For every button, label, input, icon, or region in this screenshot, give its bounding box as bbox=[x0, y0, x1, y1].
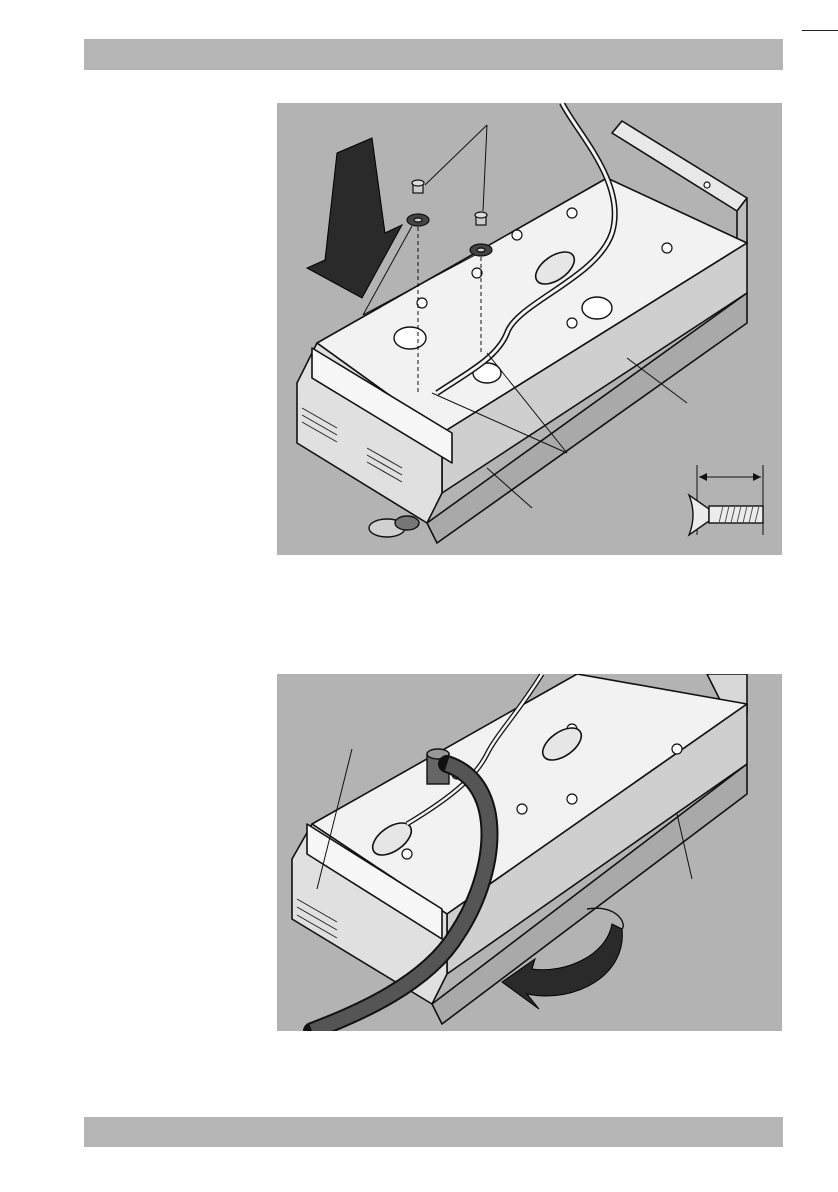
screw-length-diagram bbox=[689, 465, 763, 535]
mounting-illustration bbox=[277, 103, 782, 555]
fold-mark bbox=[802, 30, 838, 31]
hose-illustration bbox=[277, 674, 782, 1031]
device-feet bbox=[369, 516, 419, 537]
figure-hose-routing bbox=[277, 674, 782, 1031]
down-arrow-icon bbox=[307, 138, 402, 298]
footer-band bbox=[84, 1117, 783, 1147]
header-band bbox=[84, 39, 783, 70]
figure-screw-mounting bbox=[277, 103, 782, 555]
